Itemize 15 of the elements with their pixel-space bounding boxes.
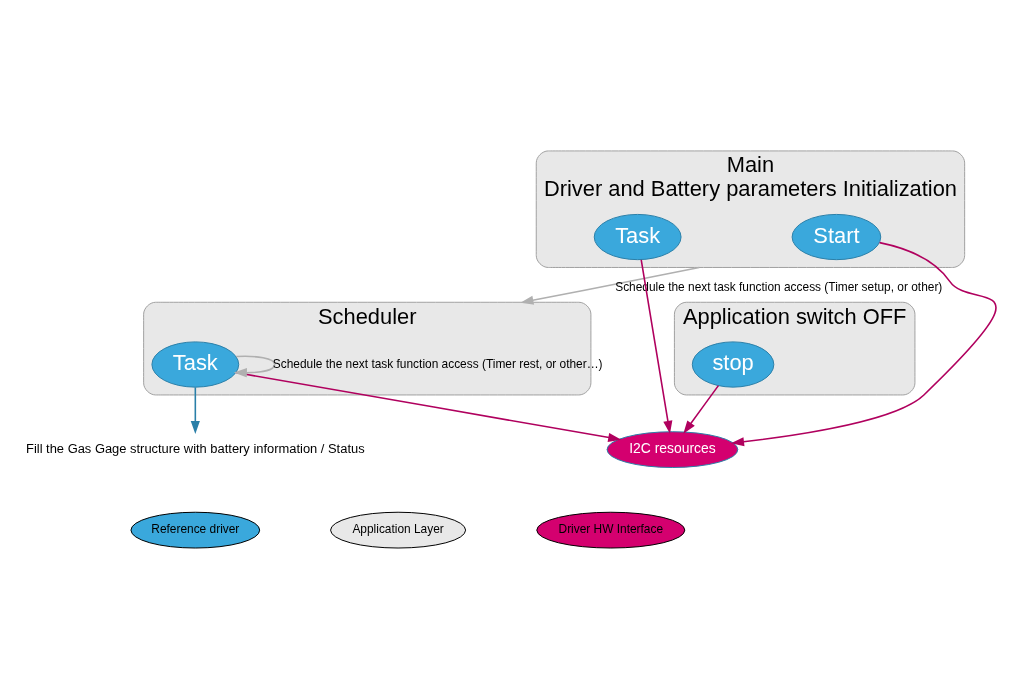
node-text: Fill the Gas Gage structure with battery information / Status — [26, 440, 365, 456]
node-ellipse: Task — [151, 340, 240, 388]
legend-label: Driver HW Interface — [558, 521, 664, 536]
legend-label: Application Layer — [352, 521, 444, 536]
arrow — [190, 386, 200, 434]
arrow — [520, 266, 701, 305]
legend-label: Reference driver — [151, 521, 240, 536]
edge-label: Schedule the next task function access (Timer rest, or other…) — [272, 356, 603, 371]
node-ellipse: Task — [593, 213, 682, 260]
arrow — [730, 241, 997, 446]
arrow — [640, 258, 673, 434]
node-ellipse: Start — [791, 213, 882, 260]
node-ellipse: stop — [691, 340, 775, 388]
arrow — [233, 355, 276, 377]
arrow — [683, 384, 720, 434]
